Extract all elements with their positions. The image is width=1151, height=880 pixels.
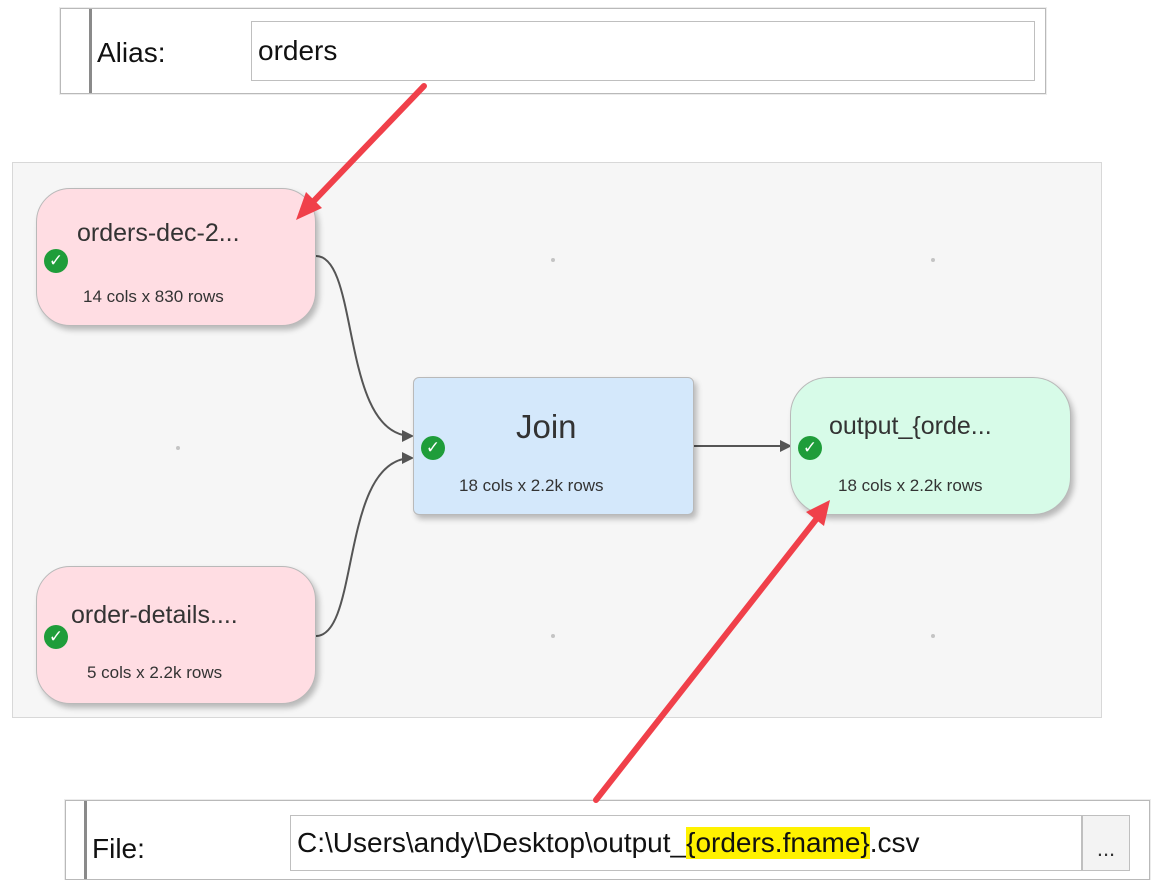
check-circle-icon: ✓ bbox=[798, 436, 822, 460]
node-summary: 14 cols x 830 rows bbox=[83, 287, 224, 306]
grid-dot bbox=[551, 634, 555, 638]
node-summary: 18 cols x 2.2k rows bbox=[459, 476, 604, 495]
alias-input[interactable]: orders bbox=[251, 21, 1035, 81]
join-node[interactable]: ✓ Join 18 cols x 2.2k rows bbox=[413, 377, 694, 515]
panel-edge bbox=[84, 801, 87, 879]
node-title: order-details.... bbox=[71, 601, 238, 629]
node-title: Join bbox=[516, 408, 577, 445]
file-path-input[interactable]: C:\Users\andy\Desktop\output_{orders.fna… bbox=[290, 815, 1082, 871]
grid-dot bbox=[931, 258, 935, 262]
node-summary: 5 cols x 2.2k rows bbox=[87, 663, 223, 682]
file-path-prefix: C:\Users\andy\Desktop\output_ bbox=[297, 827, 687, 858]
annotation-arrow-file bbox=[593, 514, 821, 803]
alias-panel: Alias: orders bbox=[60, 8, 1046, 94]
orders-input-node[interactable]: ✓ orders-dec-2... 14 cols x 830 rows bbox=[36, 188, 316, 326]
node-title: output_{orde... bbox=[829, 412, 992, 440]
check-circle-icon: ✓ bbox=[421, 436, 445, 460]
output-node[interactable]: ✓ output_{orde... 18 cols x 2.2k rows bbox=[790, 377, 1071, 515]
grid-dot bbox=[551, 258, 555, 262]
check-circle-icon: ✓ bbox=[44, 249, 68, 273]
node-summary: 18 cols x 2.2k rows bbox=[838, 476, 983, 495]
check-circle-icon: ✓ bbox=[44, 625, 68, 649]
node-title: orders-dec-2... bbox=[77, 219, 240, 247]
file-label: File: bbox=[92, 833, 145, 864]
connector-orders-to-join bbox=[315, 255, 414, 442]
order-details-input-node[interactable]: ✓ order-details.... 5 cols x 2.2k rows bbox=[36, 566, 316, 704]
file-path-variable: {orders.fname} bbox=[686, 827, 870, 859]
annotation-arrowhead-alias bbox=[296, 192, 322, 220]
panel-edge bbox=[89, 9, 92, 93]
alias-label: Alias: bbox=[97, 37, 166, 68]
file-path-suffix: .csv bbox=[869, 827, 920, 858]
browse-button[interactable]: ... bbox=[1082, 815, 1130, 871]
grid-dot bbox=[176, 446, 180, 450]
connector-details-to-join bbox=[315, 452, 414, 637]
annotation-arrowhead-file bbox=[806, 500, 830, 526]
annotation-arrow-alias bbox=[307, 83, 427, 208]
grid-dot bbox=[931, 634, 935, 638]
file-panel: File: C:\Users\andy\Desktop\output_{orde… bbox=[65, 800, 1150, 880]
